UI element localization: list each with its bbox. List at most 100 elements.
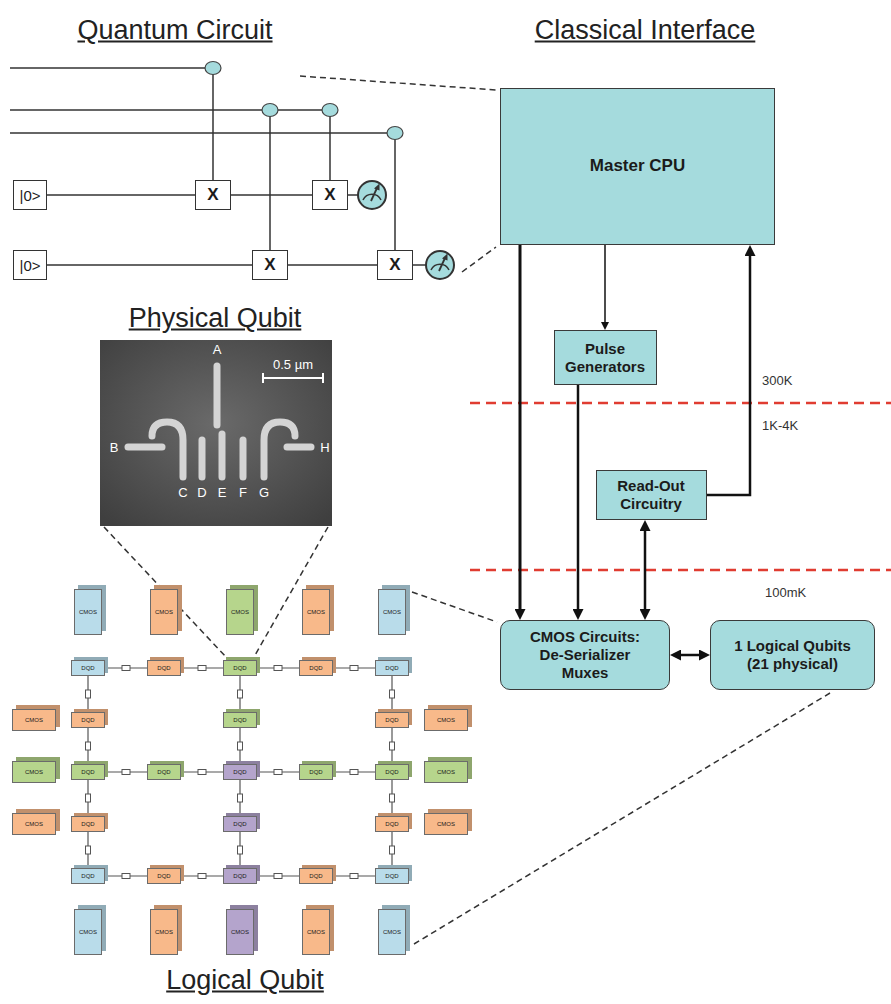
coupler xyxy=(86,690,91,698)
measurement-meter xyxy=(426,251,454,279)
cmos-block: CMOS xyxy=(302,909,330,955)
signal-arrow xyxy=(519,245,522,613)
coupler xyxy=(198,770,206,775)
box-text: CMOS xyxy=(307,929,325,935)
dqd-qubit: DQD xyxy=(299,764,333,780)
cmos-block: CMOS xyxy=(12,813,56,835)
box-text: DQD xyxy=(385,873,398,879)
process-box: 1 Logical Qubits (21 physical) xyxy=(710,620,875,690)
process-box: CMOS Circuits: De-Serializer Muxes xyxy=(500,620,670,690)
box-text: DQD xyxy=(233,717,246,723)
cmos-block: CMOS xyxy=(424,761,468,783)
meter-needle-head xyxy=(374,184,380,191)
cmos-block: CMOS xyxy=(378,589,406,635)
measurement-meter xyxy=(358,181,386,209)
box-text: Pulse Generators xyxy=(560,340,650,376)
scale-bar xyxy=(263,377,323,379)
temperature-boundary xyxy=(470,569,891,572)
dqd-qubit: DQD xyxy=(299,660,333,676)
qubit-wire xyxy=(47,194,195,196)
cmos-block: CMOS xyxy=(12,709,56,731)
cmos-block: CMOS xyxy=(424,813,468,835)
box-text: DQD xyxy=(233,821,246,827)
qubit-wire xyxy=(412,264,426,266)
signal-arrow xyxy=(707,252,751,495)
coupler xyxy=(350,874,358,879)
box-text: CMOS xyxy=(307,609,325,615)
cmos-block: CMOS xyxy=(150,589,178,635)
control-dot xyxy=(262,104,278,117)
dqd-qubit: DQD xyxy=(71,712,105,728)
meter-needle-head xyxy=(442,254,448,261)
cmos-block: CMOS xyxy=(12,761,56,783)
dqd-qubit: DQD xyxy=(375,660,409,676)
meter-needle xyxy=(439,258,445,271)
coupler xyxy=(390,846,395,854)
box-text: Master CPU xyxy=(590,156,685,176)
coupler xyxy=(238,690,243,698)
box-text: X xyxy=(389,255,400,275)
control-line xyxy=(394,133,396,250)
temperature-label: 1K-4K xyxy=(762,419,798,432)
gate-electrode xyxy=(219,434,226,477)
gate-box: X xyxy=(377,250,413,280)
box-text: |0> xyxy=(20,257,41,274)
box-text: CMOS xyxy=(155,929,173,935)
scale-label: 0.5 µm xyxy=(273,358,313,371)
gate-letter: G xyxy=(259,486,269,499)
box-text: CMOS xyxy=(383,929,401,935)
temperature-label: 300K xyxy=(762,374,792,387)
coupler xyxy=(238,742,243,750)
process-box: Master CPU xyxy=(500,88,775,245)
box-text: DQD xyxy=(81,821,94,827)
cmos-block: CMOS xyxy=(74,909,102,955)
cmos-block: CMOS xyxy=(424,709,468,731)
qubit-wire xyxy=(347,194,358,196)
dqd-qubit: DQD xyxy=(375,764,409,780)
box-text: CMOS xyxy=(383,609,401,615)
box-text: CMOS xyxy=(79,929,97,935)
box-text: DQD xyxy=(233,873,246,879)
box-text: CMOS Circuits: De-Serializer Muxes xyxy=(518,628,653,682)
gate-electrode xyxy=(264,422,295,477)
box-text: DQD xyxy=(309,873,322,879)
process-box: Read-Out Circuitry xyxy=(596,470,707,520)
control-line xyxy=(269,110,271,250)
gate-electrodes xyxy=(128,366,311,477)
panel-heading: Quantum Circuit xyxy=(77,17,272,44)
dqd-qubit: DQD xyxy=(299,868,333,884)
coupler xyxy=(238,794,243,802)
gate-letter: B xyxy=(110,441,119,454)
dqd-qubit: DQD xyxy=(223,660,257,676)
state-box: |0> xyxy=(13,250,47,280)
box-text: DQD xyxy=(385,717,398,723)
gate-letter: H xyxy=(320,441,329,454)
box-text: CMOS xyxy=(79,609,97,615)
gate-electrode xyxy=(152,422,183,477)
coupler xyxy=(86,794,91,802)
box-text: X xyxy=(207,185,218,205)
control-dot xyxy=(387,127,403,140)
signal-arrow xyxy=(577,385,580,613)
cmos-block: CMOS xyxy=(378,909,406,955)
box-text: DQD xyxy=(81,873,94,879)
dqd-qubit: DQD xyxy=(375,712,409,728)
box-text: DQD xyxy=(385,769,398,775)
gate-letter: E xyxy=(218,486,227,499)
box-text: DQD xyxy=(309,665,322,671)
scale-bar-tick xyxy=(322,373,324,383)
gate-box: X xyxy=(195,180,231,210)
meter-body xyxy=(426,251,454,279)
cmos-block: CMOS xyxy=(226,909,254,955)
panel-heading: Physical Qubit xyxy=(129,305,302,332)
gate-electrode xyxy=(128,444,162,451)
meter-body xyxy=(358,181,386,209)
box-text: DQD xyxy=(233,769,246,775)
gate-electrode xyxy=(214,366,221,425)
box-text: DQD xyxy=(81,769,94,775)
dqd-qubit: DQD xyxy=(223,764,257,780)
coupler xyxy=(390,794,395,802)
box-text: DQD xyxy=(81,665,94,671)
qubit-wire xyxy=(10,67,213,69)
